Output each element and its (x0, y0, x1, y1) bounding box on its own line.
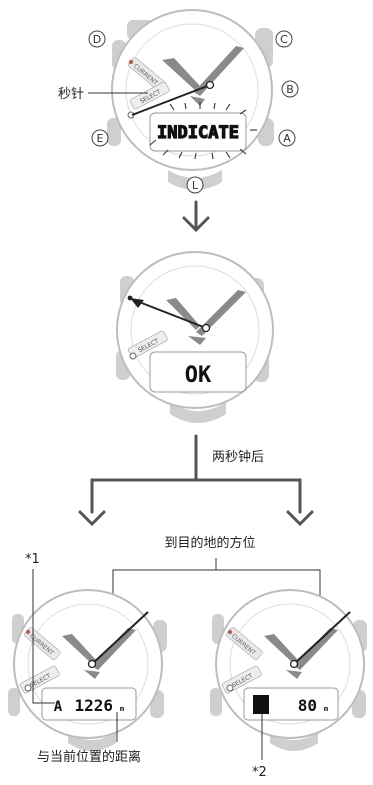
direction-label: 到目的地的方位 (164, 535, 255, 551)
button-a-label: A (278, 129, 296, 147)
button-b-label: B (281, 80, 299, 98)
watch-4-lcd-value: 80 (298, 696, 317, 715)
branch-connector (78, 470, 314, 527)
watch-4: CURRENT SELECT G 80 m (210, 589, 367, 751)
watch-4-lcd-unit: m (324, 705, 328, 713)
watch-3: CURRENT SELECT A 1226 m (8, 589, 167, 751)
watch-3-lcd-value: 1226 (74, 696, 113, 715)
watch-1: CURRENT SELECT INDICATE D (58, 9, 299, 194)
distance-label: 与当前位置的距离 (37, 749, 141, 765)
down-arrow-1 (182, 200, 210, 233)
svg-text:A: A (283, 132, 291, 145)
svg-text:L: L (192, 179, 199, 192)
watch-2: SELECT OK (116, 251, 274, 423)
watch-2-lcd-text: OK (185, 363, 212, 388)
watch-1-lcd-text: INDICATE (157, 123, 239, 143)
note-1-leader (32, 569, 55, 704)
second-hand-label: 秒针 (58, 87, 84, 102)
after-two-seconds-label: 两秒钟后 (212, 449, 264, 465)
svg-text:D: D (93, 33, 101, 46)
watch-4-lcd-icon: G (257, 698, 265, 714)
flash-lines (149, 102, 257, 160)
button-l-label: L (186, 176, 204, 194)
watch-3-lcd-icon: A (54, 699, 63, 715)
watch-3-lcd-unit: m (120, 705, 124, 713)
button-d-label: D (88, 30, 106, 48)
svg-text:E: E (97, 132, 104, 145)
button-e-label: E (91, 129, 109, 147)
svg-text:B: B (286, 83, 294, 96)
note-1-label: *1 (25, 552, 40, 567)
button-c-label: C (275, 30, 293, 48)
svg-text:C: C (280, 33, 288, 46)
note-2-label: *2 (252, 765, 267, 780)
